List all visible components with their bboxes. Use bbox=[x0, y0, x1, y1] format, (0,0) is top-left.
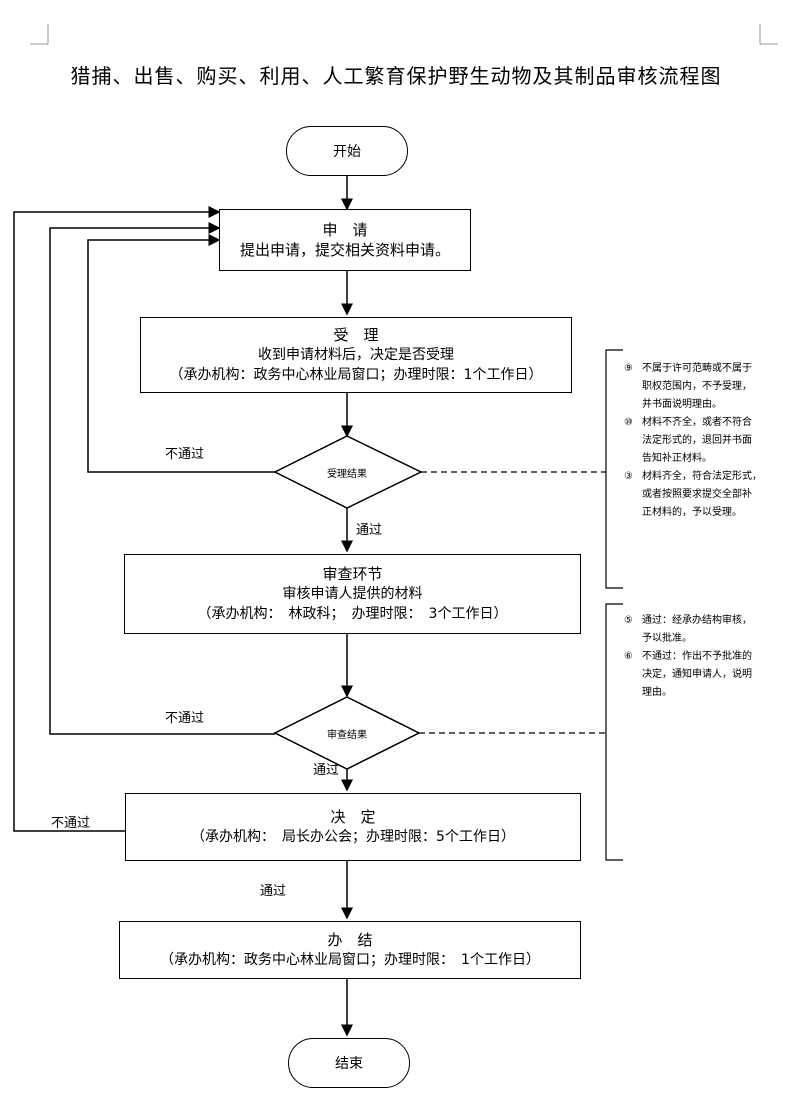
label-fail-review: 不通过 bbox=[165, 711, 205, 726]
review-result-label: 审查结果 bbox=[327, 730, 367, 741]
corner-mark-left bbox=[30, 24, 49, 45]
accept-sub: 收到申请材料后，决定是否受理 bbox=[258, 347, 454, 363]
finish-org: （承办机构：政务中心林业局窗口；办理时限： 1个工作日） bbox=[160, 952, 540, 968]
loop-decide-fail bbox=[13, 206, 221, 832]
diamond-review-result bbox=[273, 696, 421, 770]
decide-org: （承办机构： 局长办公会；办理时限：5个工作日） bbox=[191, 829, 515, 845]
review-title: 审查环节 bbox=[322, 565, 383, 583]
review-org: （承办机构： 林政科； 办理时限： 3个工作日） bbox=[197, 606, 508, 622]
label-fail-decide: 不通过 bbox=[51, 816, 91, 831]
diamond-accept-result bbox=[273, 435, 423, 509]
label-pass-accept: 通过 bbox=[356, 523, 383, 538]
label-pass-review: 通过 bbox=[313, 763, 340, 778]
apply-box: 申 请 提出申请，提交相关资料申请。 bbox=[219, 209, 471, 271]
accept-result-label: 受理结果 bbox=[327, 469, 367, 480]
accept-org: （承办机构：政务中心林业局窗口；办理时限：1个工作日） bbox=[169, 367, 543, 383]
review-box: 审查环节 审核申请人提供的材料 （承办机构： 林政科； 办理时限： 3个工作日） bbox=[124, 554, 581, 634]
apply-sub: 提出申请，提交相关资料申请。 bbox=[239, 241, 450, 259]
finish-title: 办 结 bbox=[327, 931, 373, 949]
loop-accept-fail bbox=[87, 234, 275, 473]
start-terminal: 开始 bbox=[286, 126, 408, 176]
review-sub: 审核申请人提供的材料 bbox=[282, 586, 423, 602]
finish-box: 办 结 （承办机构：政务中心林业局窗口；办理时限： 1个工作日） bbox=[119, 921, 581, 979]
label-pass-decide: 通过 bbox=[260, 884, 287, 899]
loop-review-fail bbox=[49, 222, 275, 735]
bracket-review-notes bbox=[605, 603, 623, 861]
corner-mark-right bbox=[759, 24, 778, 45]
label-fail-accept: 不通过 bbox=[165, 447, 205, 462]
bracket-accept-notes bbox=[605, 349, 623, 589]
decide-box: 决 定 （承办机构： 局长办公会；办理时限：5个工作日） bbox=[125, 793, 581, 861]
decide-title: 决 定 bbox=[330, 808, 376, 826]
accept-box: 受 理 收到申请材料后，决定是否受理 （承办机构：政务中心林业局窗口；办理时限：… bbox=[140, 317, 572, 393]
accept-title: 受 理 bbox=[333, 326, 379, 344]
apply-title: 申 请 bbox=[322, 221, 368, 239]
end-terminal: 结束 bbox=[288, 1038, 410, 1088]
page-title: 猎捕、出售、购买、利用、人工繁育保护野生动物及其制品审核流程图 bbox=[70, 64, 722, 88]
